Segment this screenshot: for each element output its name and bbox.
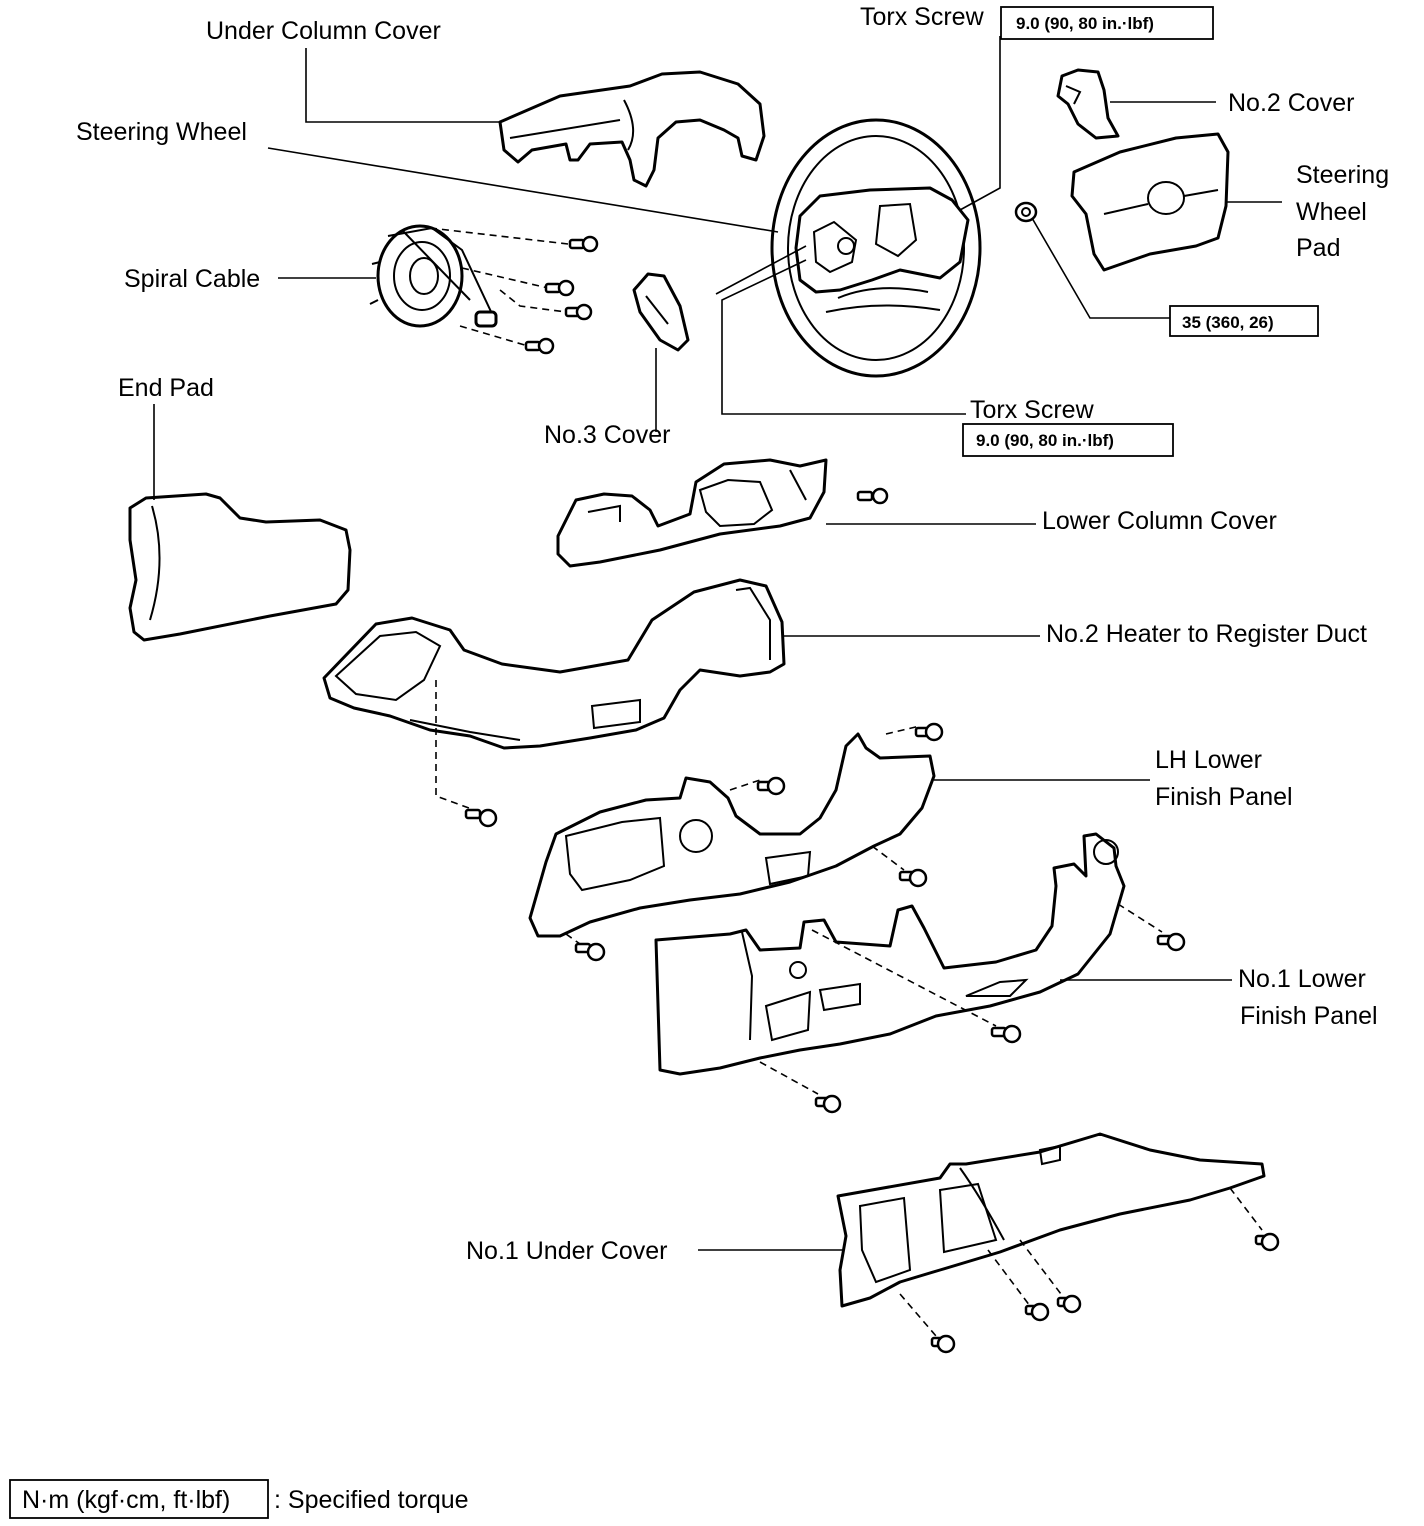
torque-box-top bbox=[1000, 6, 1214, 40]
lower-column-cover-screw bbox=[856, 487, 889, 505]
label-spiral-cable: Spiral Cable bbox=[124, 265, 260, 293]
label-no2-heater-duct: No.2 Heater to Register Duct bbox=[1046, 620, 1367, 648]
no1-under-cover-screws bbox=[899, 1187, 1280, 1354]
label-torx-screw-mid: Torx Screw bbox=[970, 396, 1095, 424]
spiral-cable-part bbox=[369, 224, 498, 328]
end-pad-part bbox=[128, 492, 352, 642]
label-torque-mid: 9.0 (90, 80 in.·lbf) bbox=[976, 431, 1114, 450]
lh-lower-finish-panel-screws bbox=[565, 722, 944, 962]
torque-legend: N·m (kgf·cm, ft·lbf) : Specified torque bbox=[9, 1479, 469, 1519]
label-torque-nut: 35 (360, 26) bbox=[1182, 313, 1274, 332]
torque-box-mid bbox=[962, 423, 1174, 457]
lower-column-cover-part bbox=[556, 458, 828, 568]
torque-box-nut bbox=[1169, 305, 1319, 337]
legend-unit-text: N·m (kgf·cm, ft·lbf) bbox=[22, 1486, 230, 1514]
spiral-cable-bolts bbox=[429, 227, 599, 355]
label-steering-wheel-pad-1: Steering bbox=[1296, 161, 1389, 189]
label-end-pad: End Pad bbox=[118, 374, 214, 402]
lh-lower-finish-panel-part bbox=[528, 732, 936, 938]
legend-unit-box bbox=[9, 1479, 269, 1519]
no1-lower-finish-panel-part bbox=[654, 832, 1126, 1076]
label-under-column-cover: Under Column Cover bbox=[206, 17, 441, 45]
legend-description: : Specified torque bbox=[274, 1486, 469, 1514]
no3-cover-part bbox=[632, 272, 690, 352]
label-no1-under-cover: No.1 Under Cover bbox=[466, 1237, 667, 1265]
heater-duct-part bbox=[322, 578, 786, 750]
label-steering-wheel: Steering Wheel bbox=[76, 118, 247, 146]
steering-wheel-nut bbox=[1014, 201, 1038, 223]
leader-lines bbox=[153, 36, 1282, 1251]
label-steering-wheel-pad-3: Pad bbox=[1296, 234, 1340, 262]
steering-wheel-part bbox=[770, 118, 982, 378]
label-lh-lower-finish-2: Finish Panel bbox=[1155, 783, 1293, 811]
label-no1-lower-finish-1: No.1 Lower bbox=[1238, 965, 1366, 993]
no2-cover-part bbox=[1056, 68, 1120, 140]
label-no2-cover: No.2 Cover bbox=[1228, 89, 1354, 117]
steering-wheel-pad-part bbox=[1070, 132, 1230, 272]
label-lower-column-cover: Lower Column Cover bbox=[1042, 507, 1277, 535]
under-column-cover-part bbox=[498, 70, 766, 188]
label-no1-lower-finish-2: Finish Panel bbox=[1240, 1002, 1378, 1030]
label-torx-screw-top: Torx Screw bbox=[860, 3, 985, 31]
label-lh-lower-finish-1: LH Lower bbox=[1155, 746, 1262, 774]
label-torque-top: 9.0 (90, 80 in.·lbf) bbox=[1016, 14, 1154, 33]
no1-lower-finish-panel-screws bbox=[759, 903, 1186, 1114]
heater-duct-screw bbox=[435, 680, 498, 828]
label-steering-wheel-pad-2: Wheel bbox=[1296, 198, 1367, 226]
no1-under-cover-part bbox=[836, 1132, 1266, 1308]
label-no3-cover: No.3 Cover bbox=[544, 421, 670, 449]
